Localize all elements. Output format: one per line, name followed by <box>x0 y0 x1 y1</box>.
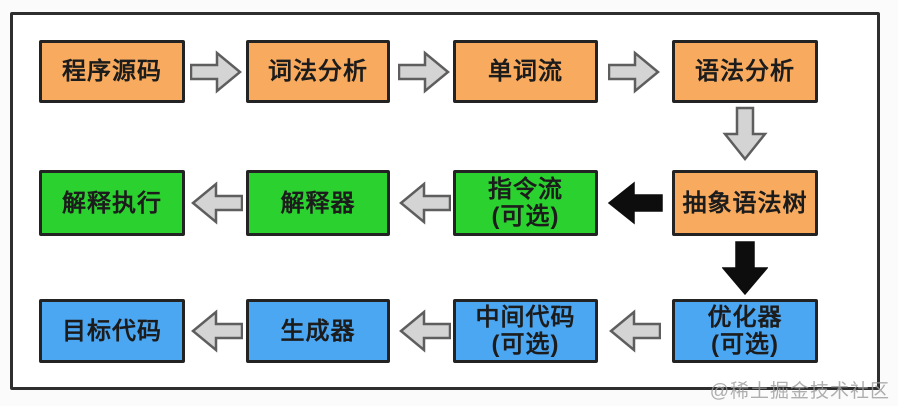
arrow-interpreter-to-execute-left-icon <box>190 181 243 225</box>
node-target-code-label: 目标代码 <box>62 317 162 345</box>
node-target-code: 目标代码 <box>39 299 185 363</box>
node-intermediate-code-sublabel: (可选) <box>491 331 560 358</box>
node-interpreter-label: 解释器 <box>280 189 356 217</box>
node-syntax-analysis-label: 语法分析 <box>695 58 795 85</box>
node-interpret-execute-label: 解释执行 <box>62 189 162 217</box>
arrow-lexer-to-tokens-right-icon <box>398 50 451 94</box>
arrow-parser-to-ast-down-icon <box>722 106 768 162</box>
node-abstract-syntax-tree: 抽象语法树 <box>672 170 818 236</box>
node-generator-label: 生成器 <box>280 317 356 345</box>
node-generator: 生成器 <box>246 299 390 363</box>
node-abstract-syntax-tree-label: 抽象语法树 <box>682 189 808 217</box>
node-program-source-label: 程序源码 <box>62 58 162 85</box>
arrow-ast-to-optimizer-down-icon <box>722 240 768 296</box>
node-token-stream: 单词流 <box>453 40 598 103</box>
arrow-instructions-to-interpreter-left-icon <box>398 181 451 225</box>
node-program-source: 程序源码 <box>39 40 185 103</box>
node-optimizer-sublabel: (可选) <box>711 331 779 358</box>
node-instruction-stream: 指令流 (可选) <box>453 170 598 236</box>
node-instruction-stream-label: 指令流 <box>488 176 563 203</box>
node-syntax-analysis: 语法分析 <box>672 40 818 103</box>
arrow-ast-to-instructions-left-icon <box>606 181 663 225</box>
node-intermediate-code: 中间代码 (可选) <box>453 299 598 363</box>
node-lexical-analysis: 词法分析 <box>246 40 390 103</box>
node-intermediate-code-label: 中间代码 <box>475 304 576 331</box>
node-instruction-stream-sublabel: (可选) <box>491 203 560 230</box>
node-lexical-analysis-label: 词法分析 <box>268 58 368 85</box>
watermark: @稀土掘金技术社区 <box>709 381 890 402</box>
arrow-optimizer-to-intermediate-left-icon <box>608 309 661 353</box>
node-interpret-execute: 解释执行 <box>39 170 185 236</box>
node-token-stream-label: 单词流 <box>488 58 563 85</box>
arrow-tokens-to-parser-right-icon <box>608 50 661 94</box>
node-optimizer: 优化器 (可选) <box>672 299 818 363</box>
node-optimizer-label: 优化器 <box>707 304 783 331</box>
node-interpreter: 解释器 <box>246 170 390 236</box>
arrow-generator-to-target-left-icon <box>190 309 243 353</box>
arrow-intermediate-to-generator-left-icon <box>398 309 451 353</box>
arrow-source-to-lexer-right-icon <box>190 50 243 94</box>
